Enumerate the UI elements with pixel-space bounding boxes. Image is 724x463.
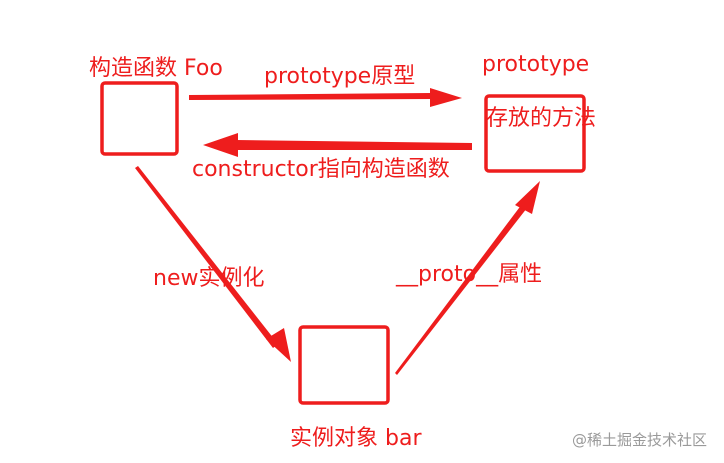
prototype-link-label: prototype原型	[264, 64, 416, 89]
instance-label: 实例对象 bar	[290, 426, 422, 451]
new-link-label: new实例化	[153, 266, 265, 291]
constructor-box	[100, 81, 179, 156]
prototype-label: prototype	[482, 52, 590, 77]
instance-box	[298, 325, 390, 405]
watermark: @稀土掘金技术社区	[572, 431, 708, 449]
new-arrow	[135, 166, 291, 362]
constructor-link-label: constructor指向构造函数	[192, 157, 450, 182]
constructor-arrow	[203, 133, 472, 157]
constructor-label: 构造函数 Foo	[89, 56, 223, 81]
prototype-desc: 存放的方法	[486, 106, 597, 131]
proto-link-label: __proto__属性	[396, 262, 543, 287]
prototype-box	[484, 94, 586, 173]
proto-arrow	[395, 181, 540, 375]
prototype-arrow	[189, 88, 462, 107]
